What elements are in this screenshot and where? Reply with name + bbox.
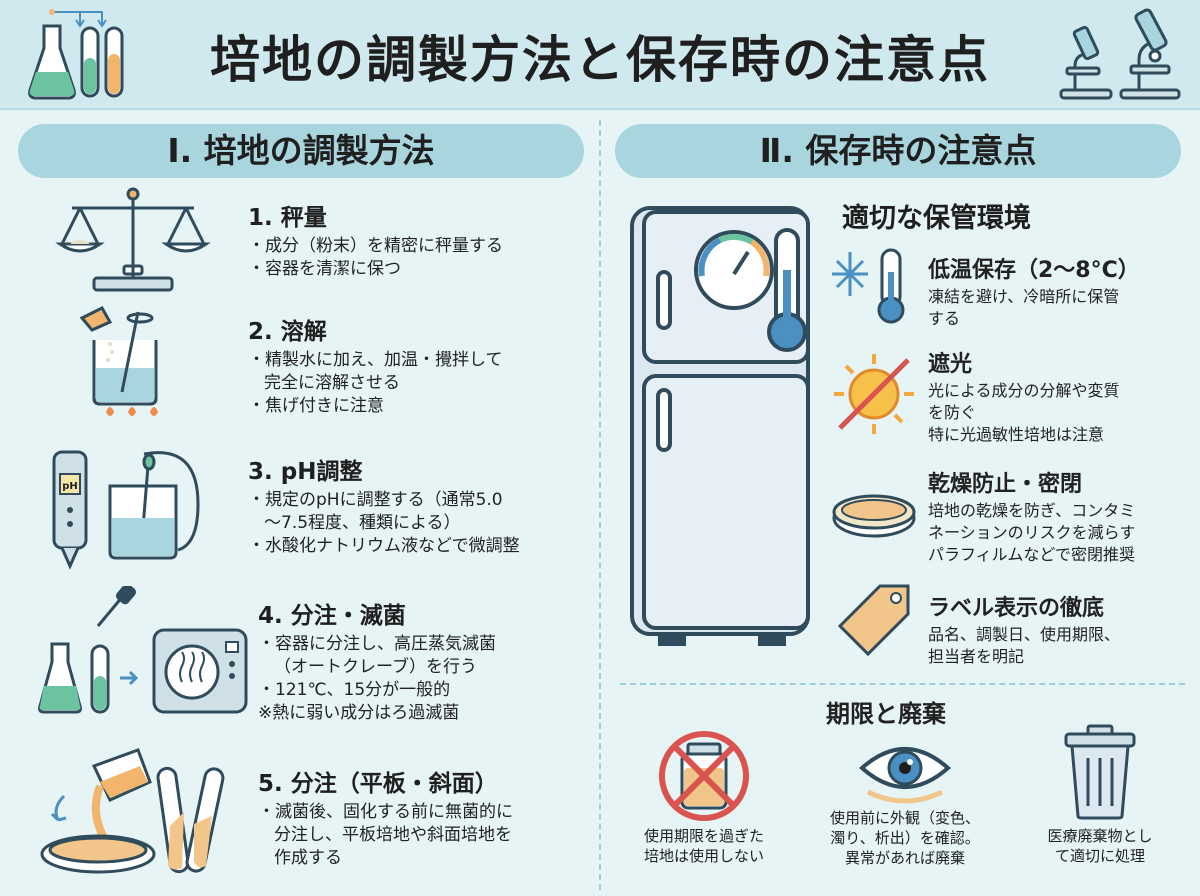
ph-meter-icon: pH [48, 444, 218, 570]
step-plate-slant: 5. 分注（平板・斜面） 滅菌後、固化する前に無菌的に 分注し、平板培地や斜面培… [258, 764, 588, 870]
label-tag-icon [832, 578, 918, 660]
step-title: 5. 分注（平板・斜面） [258, 771, 498, 797]
step-weighing: 1. 秤量 成分（粉末）を精密に秤量する 容器を清潔に保つ [248, 198, 588, 281]
title-band [0, 0, 1200, 110]
step-bullet: 121℃、15分が一般的 [258, 679, 588, 702]
ph-meter-label: pH [62, 481, 78, 492]
storage-drying-prevention: 乾燥防止・密閉 培地の乾燥を防ぎ、コンタミ ネーションのリスクを減らす パラフィ… [928, 466, 1193, 566]
expiry-divider [620, 683, 1185, 685]
step-title: 2. 溶解 [248, 319, 327, 345]
step-bullet: 規定のpHに調整する（通常5.0 ～7.5程度、種類による） [248, 489, 593, 535]
beaker-stir-icon [76, 304, 196, 432]
expired-jar-icon [654, 728, 754, 824]
step-bullet: 焦げ付きに注意 [248, 395, 588, 418]
step-bullet: 容器を清潔に保つ [248, 258, 588, 281]
step-bullet: 容器に分注し、高圧蒸気滅菌 （オートクレーブ）を行う [258, 633, 588, 679]
step-bullet: 成分（粉末）を精密に秤量する [248, 235, 588, 258]
step-title: 1. 秤量 [248, 205, 327, 231]
section-heading-preparation: Ⅰ. 培地の調製方法 [18, 124, 584, 178]
storage-light-shielding: 遮光 光による成分の分解や変質 を防ぐ 特に光過敏性培地は注意 [928, 346, 1188, 446]
env-desc: 培地の乾燥を防ぎ、コンタミ ネーションのリスクを減らす パラフィルムなどで密閉推… [928, 501, 1136, 564]
env-desc: 品名、調製日、使用期限、 担当者を明記 [928, 625, 1121, 666]
step-note: ※熱に弱い成分はろ過滅菌 [258, 703, 460, 723]
refrigerator-icon [624, 200, 824, 646]
sealed-petri-dish-icon [830, 478, 918, 544]
env-desc: 凍結を避け、冷暗所に保管 する [928, 287, 1120, 328]
section-divider [599, 120, 601, 890]
step-bullet: 滅菌後、固化する前に無菌的に 分注し、平板培地や斜面培地を 作成する [258, 801, 588, 870]
storage-labeling: ラベル表示の徹底 品名、調製日、使用期限、 担当者を明記 [928, 590, 1188, 668]
microscope-icon [1055, 6, 1185, 102]
env-title: ラベル表示の徹底 [928, 596, 1105, 621]
expiry-disposal-heading: 期限と廃棄 [826, 700, 946, 728]
section-heading-storage: Ⅱ. 保存時の注意点 [615, 124, 1181, 178]
inspection-caption: 使用前に外観（変色、 濁り、析出）を確認。 異常があれば廃棄 [829, 809, 980, 867]
env-title: 乾燥防止・密閉 [928, 472, 1083, 497]
step-dissolving: 2. 溶解 精製水に加え、加温・攪拌して 完全に溶解させる 焦げ付きに注意 [248, 312, 588, 418]
petri-dish-pour-icon [34, 742, 244, 882]
env-desc: 光による成分の分解や変質 を防ぐ 特に光過敏性培地は注意 [928, 381, 1120, 444]
expiry-caption: 使用期限を過ぎた 培地は使用しない [643, 827, 764, 865]
snowflake-thermometer-icon [830, 244, 914, 328]
step-ph-adjustment: 3. pH調整 規定のpHに調整する（通常5.0 ～7.5程度、種類による） 水… [248, 452, 593, 558]
trash-bin-icon [1060, 722, 1140, 822]
step-title: 3. pH調整 [248, 459, 363, 485]
storage-low-temperature: 低温保存（2～8°C） 凍結を避け、冷暗所に保管 する [928, 252, 1188, 330]
page-title: 培地の調製方法と保存時の注意点 [210, 31, 990, 89]
step-dispense-sterilize: 4. 分注・滅菌 容器に分注し、高圧蒸気滅菌 （オートクレーブ）を行う 121℃… [258, 596, 588, 725]
step-bullet: 水酸化ナトリウム液などで微調整 [248, 535, 593, 558]
autoclave-icon [36, 586, 252, 720]
sun-blocked-icon [830, 350, 918, 438]
balance-scale-icon [52, 182, 212, 294]
env-title: 遮光 [928, 352, 973, 377]
flask-tubes-icon [22, 8, 132, 102]
disposal-caption: 医療廃棄物とし て適切に処理 [1047, 827, 1153, 865]
storage-environment-heading: 適切な保管環境 [842, 203, 1031, 234]
step-title: 4. 分注・滅菌 [258, 603, 406, 629]
env-title: 低温保存（2～8°C） [928, 258, 1140, 283]
eye-icon [858, 736, 952, 806]
step-bullet: 精製水に加え、加温・攪拌して 完全に溶解させる [248, 349, 588, 395]
